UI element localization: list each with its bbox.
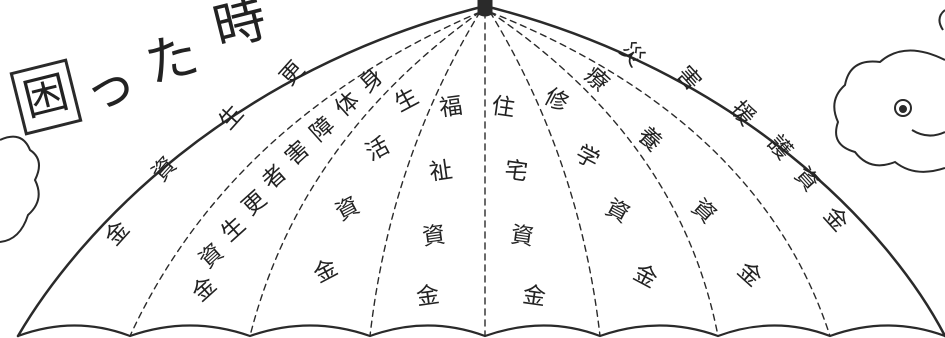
panel-char: 祉 [427,157,455,186]
panel-char: 資 [420,222,448,251]
umbrella-tip [477,0,493,17]
panel-char: 金 [414,282,442,311]
left-cloud-doodle [0,135,40,243]
panel-char: 宅 [502,157,530,186]
umbrella-ribs [129,11,831,337]
panel-char: 住 [489,93,517,122]
panel-char: 金 [520,282,548,311]
title-first-char-box [9,58,83,136]
panel-char: 福 [437,93,465,122]
cloud-face-doodle [833,9,945,173]
umbrella-scalloped-hem [16,324,945,338]
panel-char: 資 [508,222,536,251]
